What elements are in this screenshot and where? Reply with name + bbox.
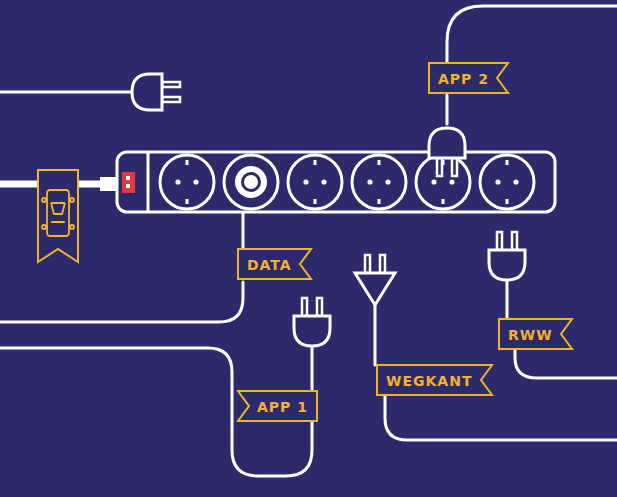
car-banner [38, 170, 78, 262]
banner-label: APP 1 [257, 398, 308, 416]
cable-sleeve [100, 177, 117, 191]
label-banner: DATA [237, 248, 312, 280]
banner-shape [377, 365, 492, 395]
label-banner: RWW [498, 318, 573, 350]
label-banner: WEGKANT [376, 364, 493, 396]
label-banner: APP 2 [428, 62, 509, 94]
power-switch [122, 172, 135, 193]
switch-mark [126, 176, 130, 180]
car-icon [42, 190, 74, 236]
banner-label: RWW [508, 326, 553, 344]
banner-shape [238, 249, 311, 279]
banner-label: DATA [247, 256, 292, 274]
socket-with-plug [224, 155, 278, 209]
label-banner: APP 1 [237, 390, 318, 422]
power-strip [117, 152, 555, 212]
cables [0, 6, 617, 476]
strip-divider [147, 152, 150, 212]
banner-label: APP 2 [438, 70, 489, 88]
banner-shape [499, 319, 572, 349]
banner-label: WEGKANT [386, 372, 472, 390]
banner-shape [429, 63, 508, 93]
banner-shape [238, 391, 317, 421]
switch-mark [126, 184, 130, 188]
